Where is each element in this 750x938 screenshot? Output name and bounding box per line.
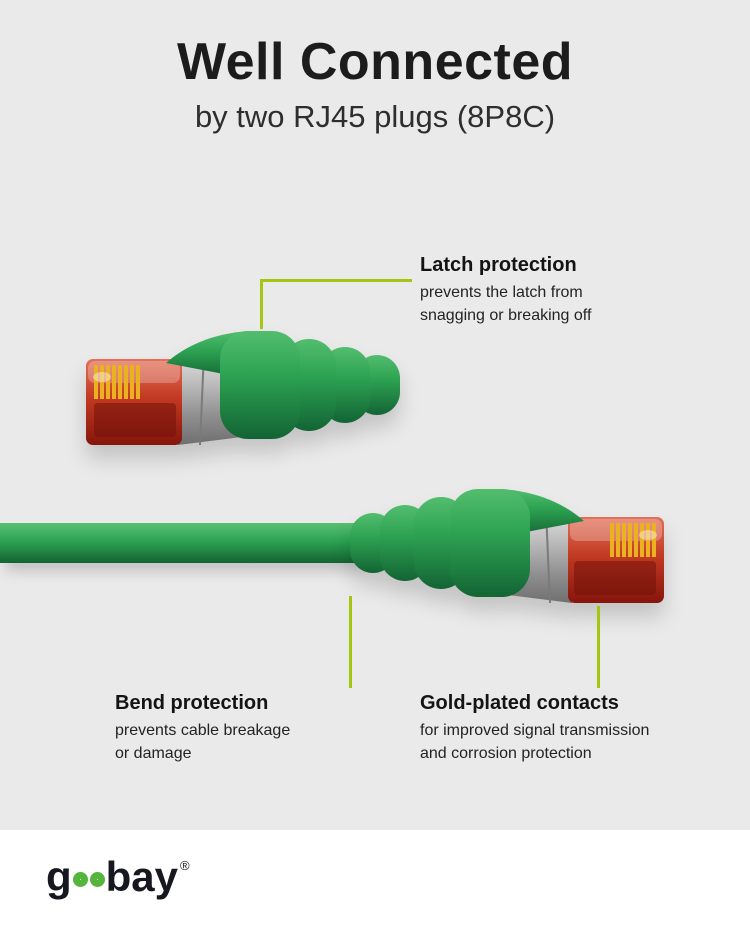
gold-contacts <box>610 523 656 557</box>
cable-lower <box>0 523 368 563</box>
registered-trademark-symbol: ® <box>180 858 190 873</box>
callout-latch-heading: Latch protection <box>420 254 577 276</box>
callout-gold: Gold-plated contacts for improved signal… <box>420 692 649 765</box>
callout-bend-heading: Bend protection <box>115 692 269 714</box>
callout-bend-body: prevents cable breakage or damage <box>115 722 291 762</box>
gold-callout-line <box>597 606 600 688</box>
boot-body <box>220 331 300 439</box>
rj45-plug-lower-icon <box>350 489 664 604</box>
strain-relief-boot <box>282 339 400 431</box>
logo-ring-icon <box>72 871 88 887</box>
plug-crystal <box>86 359 182 445</box>
callout-bend: Bend protection prevents cable breakage … <box>115 692 290 765</box>
logo-letters-bay: bay <box>105 853 179 900</box>
callout-latch-body: prevents the latch from snagging or brea… <box>420 284 592 324</box>
callout-latch: Latch protection prevents the latch from… <box>420 254 591 327</box>
boot-body <box>450 489 530 597</box>
logo-ring-icon <box>89 871 105 887</box>
page-subtitle: by two RJ45 plugs (8P8C) <box>194 99 556 134</box>
latch-callout-line-horizontal <box>260 279 412 282</box>
gold-contacts <box>94 365 140 399</box>
logo-letter-g: g <box>46 853 72 900</box>
latch-callout-line-vertical <box>260 279 263 329</box>
footer-band <box>0 830 750 938</box>
callout-gold-heading: Gold-plated contacts <box>420 692 619 714</box>
page-title: Well Connected <box>176 33 574 91</box>
goobay-logo: g bay ® <box>46 856 190 898</box>
callout-gold-body: for improved signal transmission and cor… <box>420 722 650 762</box>
bend-callout-line <box>349 596 352 688</box>
rj45-plug-upper-icon <box>86 331 400 446</box>
plug-crystal <box>568 517 664 603</box>
